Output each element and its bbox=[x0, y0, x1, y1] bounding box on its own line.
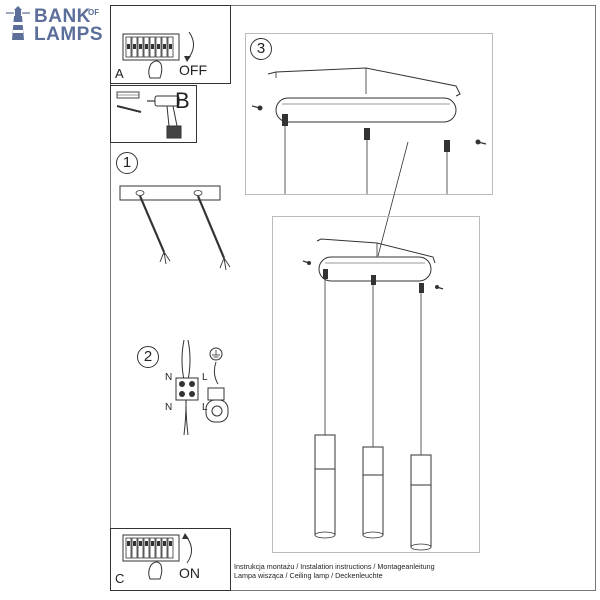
footer-line-product: Lampa wisząca / Ceiling lamp / Deckenleu… bbox=[234, 571, 383, 580]
logo-of: OF bbox=[88, 8, 100, 17]
step-3-badge: 3 bbox=[250, 38, 272, 60]
lamp-assembled-view bbox=[272, 216, 480, 553]
step-1-number: 1 bbox=[122, 154, 132, 171]
terminal-l-top: L bbox=[202, 372, 208, 383]
panel-a-off-label: OFF bbox=[179, 62, 207, 78]
step-1-mounting-plate-wiring bbox=[119, 185, 231, 271]
step-3-canopy-detail: 3 bbox=[245, 33, 493, 195]
step-2-number: 2 bbox=[143, 348, 153, 365]
step-3-number: 3 bbox=[256, 40, 266, 57]
terminal-n-top: N bbox=[165, 372, 173, 383]
logo-line-bank: BANK bbox=[34, 6, 91, 27]
terminal-l-bottom: L bbox=[202, 402, 208, 413]
panel-b-tools: B bbox=[110, 85, 197, 143]
canopy-assembly-drawing bbox=[251, 67, 487, 194]
step-1-badge: 1 bbox=[116, 152, 138, 174]
logo-line-lamps: LAMPS bbox=[34, 24, 103, 45]
footer-line-instructions: Instrukcja montażu / Instalation instruc… bbox=[234, 562, 435, 571]
panel-b-letter: B bbox=[175, 88, 190, 113]
panel-c-on-label: ON bbox=[179, 565, 200, 581]
pendant-lamp-drawing bbox=[302, 238, 444, 551]
instruction-sheet-frame bbox=[110, 5, 596, 591]
lighthouse-icon bbox=[6, 6, 30, 40]
drill-and-dowel-icon bbox=[116, 91, 182, 139]
panel-c-letter: C bbox=[115, 571, 125, 586]
brand-logo: BANK OF LAMPS bbox=[4, 4, 104, 45]
fuse-box-off-icon bbox=[122, 31, 194, 79]
step-2-badge: 2 bbox=[137, 346, 159, 368]
instructions-footer: Instrukcja montażu / Instalation instruc… bbox=[234, 562, 496, 580]
panel-a-letter: A bbox=[115, 66, 124, 81]
fuse-box-on-icon bbox=[122, 533, 192, 580]
panel-a-power-off: A OFF bbox=[110, 5, 231, 84]
terminal-block-diagram bbox=[175, 339, 229, 436]
terminal-n-bottom: N bbox=[165, 402, 173, 413]
panel-c-power-on: C ON bbox=[110, 528, 231, 591]
